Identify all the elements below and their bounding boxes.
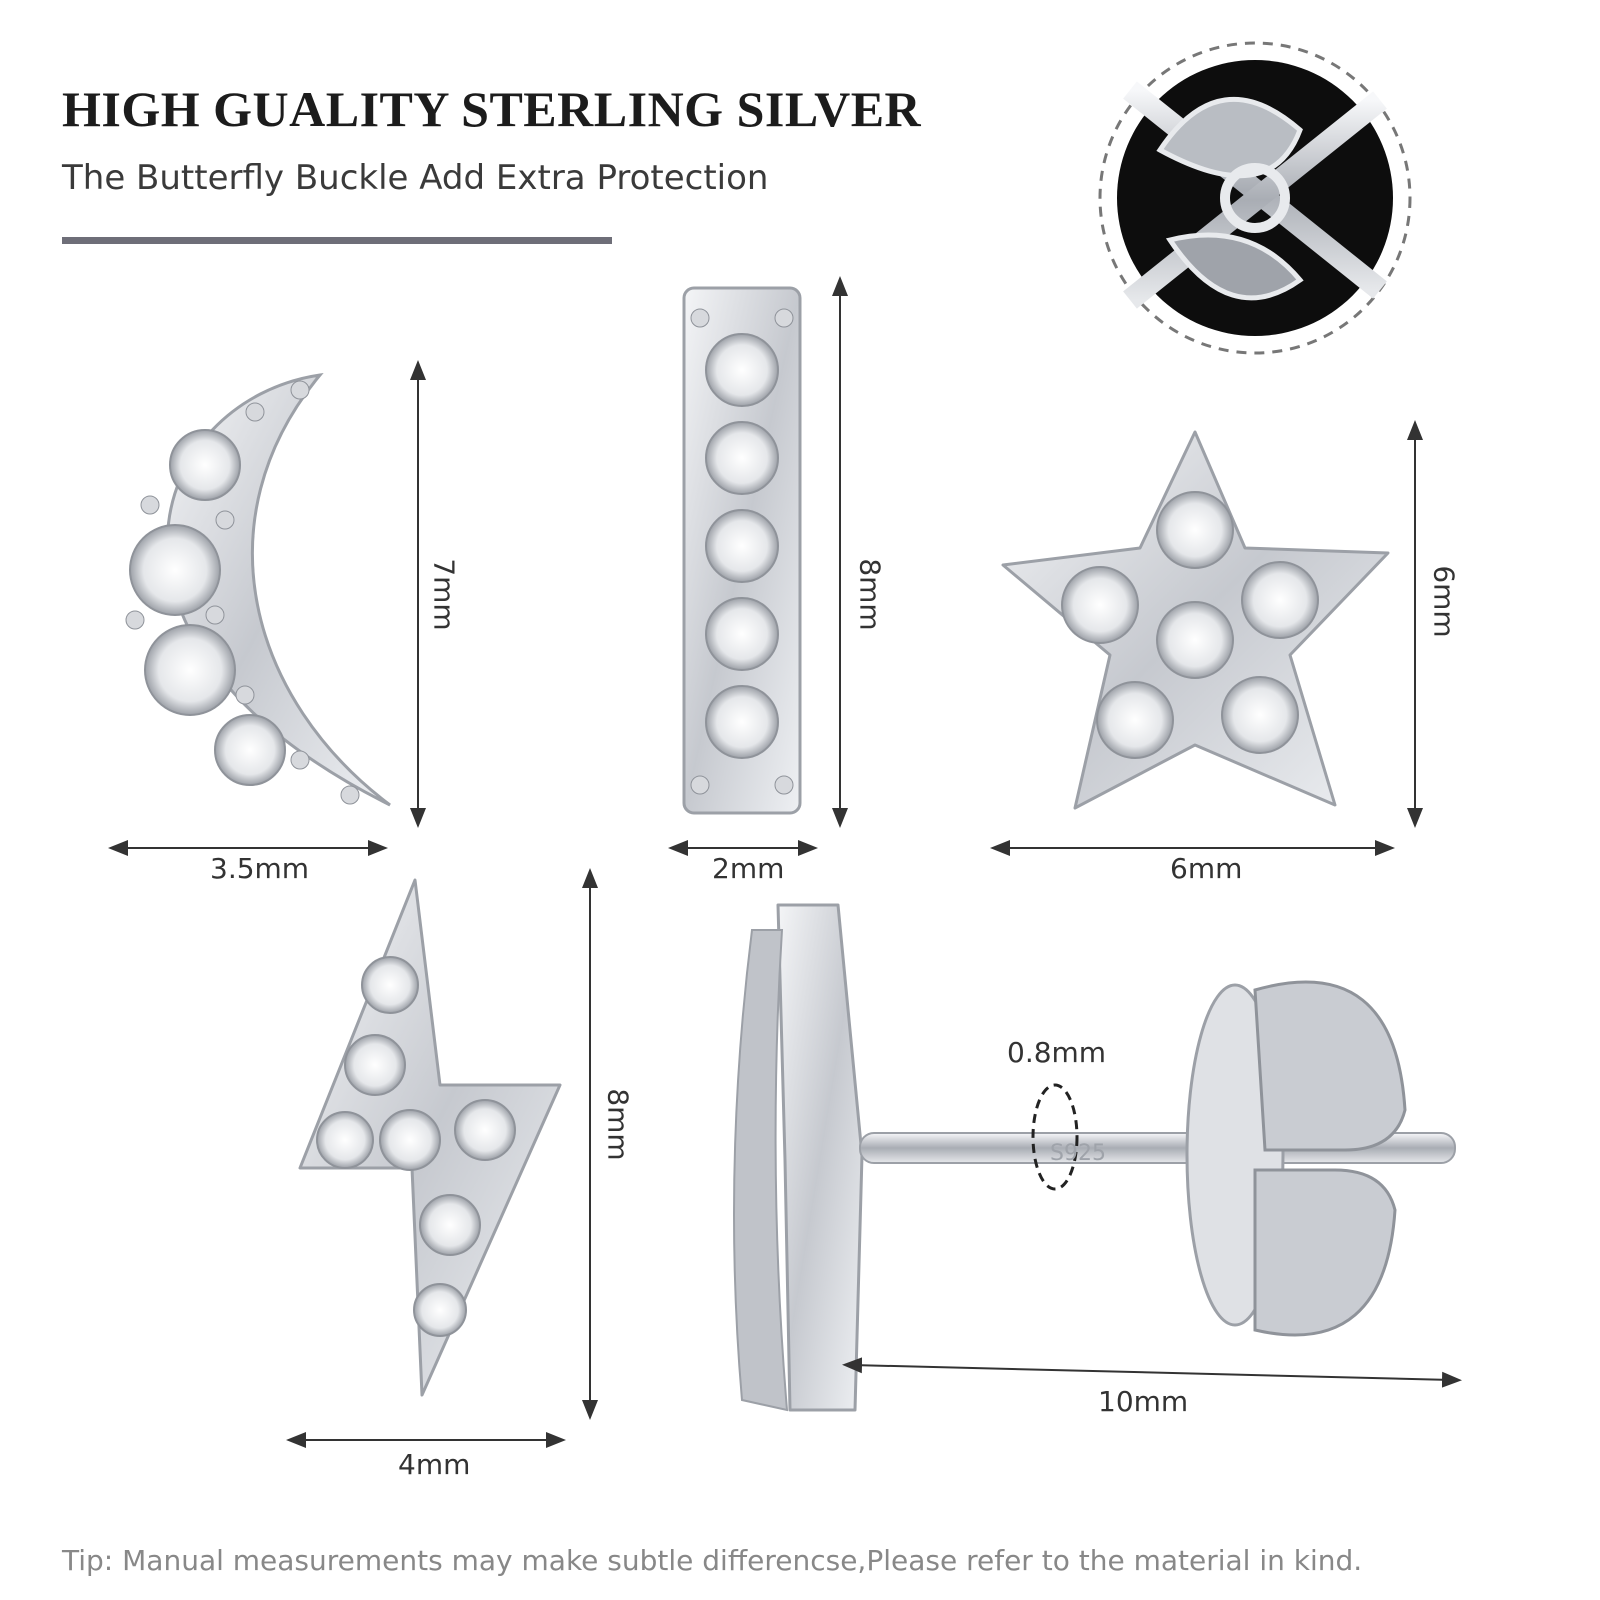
- page-title: HIGH GUALITY STERLING SILVER: [62, 81, 922, 137]
- moon-height-label: 7mm: [427, 558, 461, 631]
- moon-earring: [125, 372, 391, 807]
- post-length-label: 10mm: [1098, 1385, 1189, 1418]
- page-subtitle: The Butterfly Buckle Add Extra Protectio…: [62, 158, 769, 198]
- bar-height-label: 8mm: [853, 558, 887, 631]
- post-diameter-label: 0.8mm: [1007, 1036, 1107, 1069]
- dimension-lines: [108, 276, 1462, 1448]
- bolt-height-label: 8mm: [601, 1088, 635, 1161]
- bolt-width-label: 4mm: [398, 1448, 471, 1481]
- butterfly-closeup: [1098, 41, 1412, 355]
- star-earring: [1001, 430, 1390, 810]
- bar-earring: [682, 286, 802, 815]
- post-length-line: [842, 1357, 1462, 1388]
- s925-stamp: S925: [1050, 1141, 1106, 1166]
- star-width-label: 6mm: [1170, 852, 1243, 885]
- title-divider: [62, 237, 612, 244]
- lightning-earring: [298, 878, 562, 1397]
- bar-width-label: 2mm: [712, 852, 785, 885]
- footer-tip: Tip: Manual measurements may make subtle…: [62, 1544, 1363, 1577]
- star-height-label: 6mm: [1427, 565, 1461, 638]
- side-view-earring: S925: [733, 903, 1456, 1412]
- moon-width-label: 3.5mm: [210, 852, 310, 885]
